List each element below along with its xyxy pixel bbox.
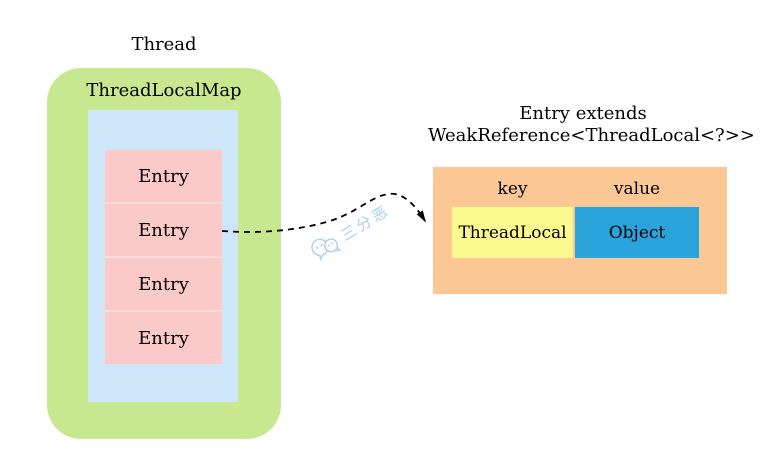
entry-cell: Entry xyxy=(105,312,222,364)
watermark-text: 三分恶 xyxy=(337,201,394,245)
entry-cell: Entry xyxy=(105,204,222,256)
entry-cell: Entry xyxy=(105,258,222,310)
entry-extends-title: Entry extends WeakReference<ThreadLocal<… xyxy=(428,103,755,147)
entry-cell: Entry xyxy=(105,150,222,202)
watermark: 三分恶 xyxy=(306,198,395,265)
entry-stack: Entry Entry Entry Entry xyxy=(105,150,222,364)
thread-title: Thread xyxy=(131,34,197,55)
threadlocalmap-label: ThreadLocalMap xyxy=(86,80,242,101)
wechat-chat-bubbles-icon xyxy=(311,238,342,262)
entry-extends-title-line1: Entry extends xyxy=(519,103,647,124)
object-value-cell: Object xyxy=(575,207,699,258)
value-header: value xyxy=(613,179,661,199)
key-header: key xyxy=(497,179,528,199)
entry-extends-title-line2: WeakReference<ThreadLocal<?>> xyxy=(428,125,755,146)
threadlocal-key-cell: ThreadLocal xyxy=(452,207,573,258)
